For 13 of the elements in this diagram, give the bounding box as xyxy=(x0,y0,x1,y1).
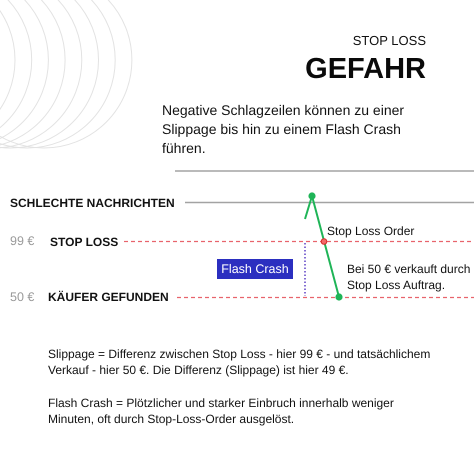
definition-paragraph: Slippage = Differenz zwischen Stop Loss - hier 99 € - und tatsächlichem Verkauf - hier 50 €. Die Differenz (Slippage) ist hier 49 €. xyxy=(48,346,432,378)
intro-paragraph: Negative Schlagzeilen können zu einer Slippage bis hin zu einem Flash Crash führen. xyxy=(162,100,406,158)
level-label: KÄUFER GEFUNDEN xyxy=(48,291,169,304)
level-label: SCHLECHTE NACHRICHTEN xyxy=(10,196,175,209)
level-label: STOP LOSS xyxy=(50,236,118,248)
highlight-box: Flash Crash xyxy=(217,259,293,279)
price-label: 99 € xyxy=(10,235,34,248)
annotation-text: Bei 50 € verkauft durch Stop Loss Auftrag. xyxy=(347,262,472,294)
title: GEFAHR xyxy=(305,55,426,84)
overline-text: STOP LOSS xyxy=(352,34,426,47)
price-label: 50 € xyxy=(10,290,34,304)
annotation-text: Stop Loss Order xyxy=(327,225,414,238)
definition-paragraph: Flash Crash = Plötzlicher und starker Einbruch innerhalb weniger Minuten, oft durch Stop-Loss-Order ausgelöst. xyxy=(48,395,395,428)
